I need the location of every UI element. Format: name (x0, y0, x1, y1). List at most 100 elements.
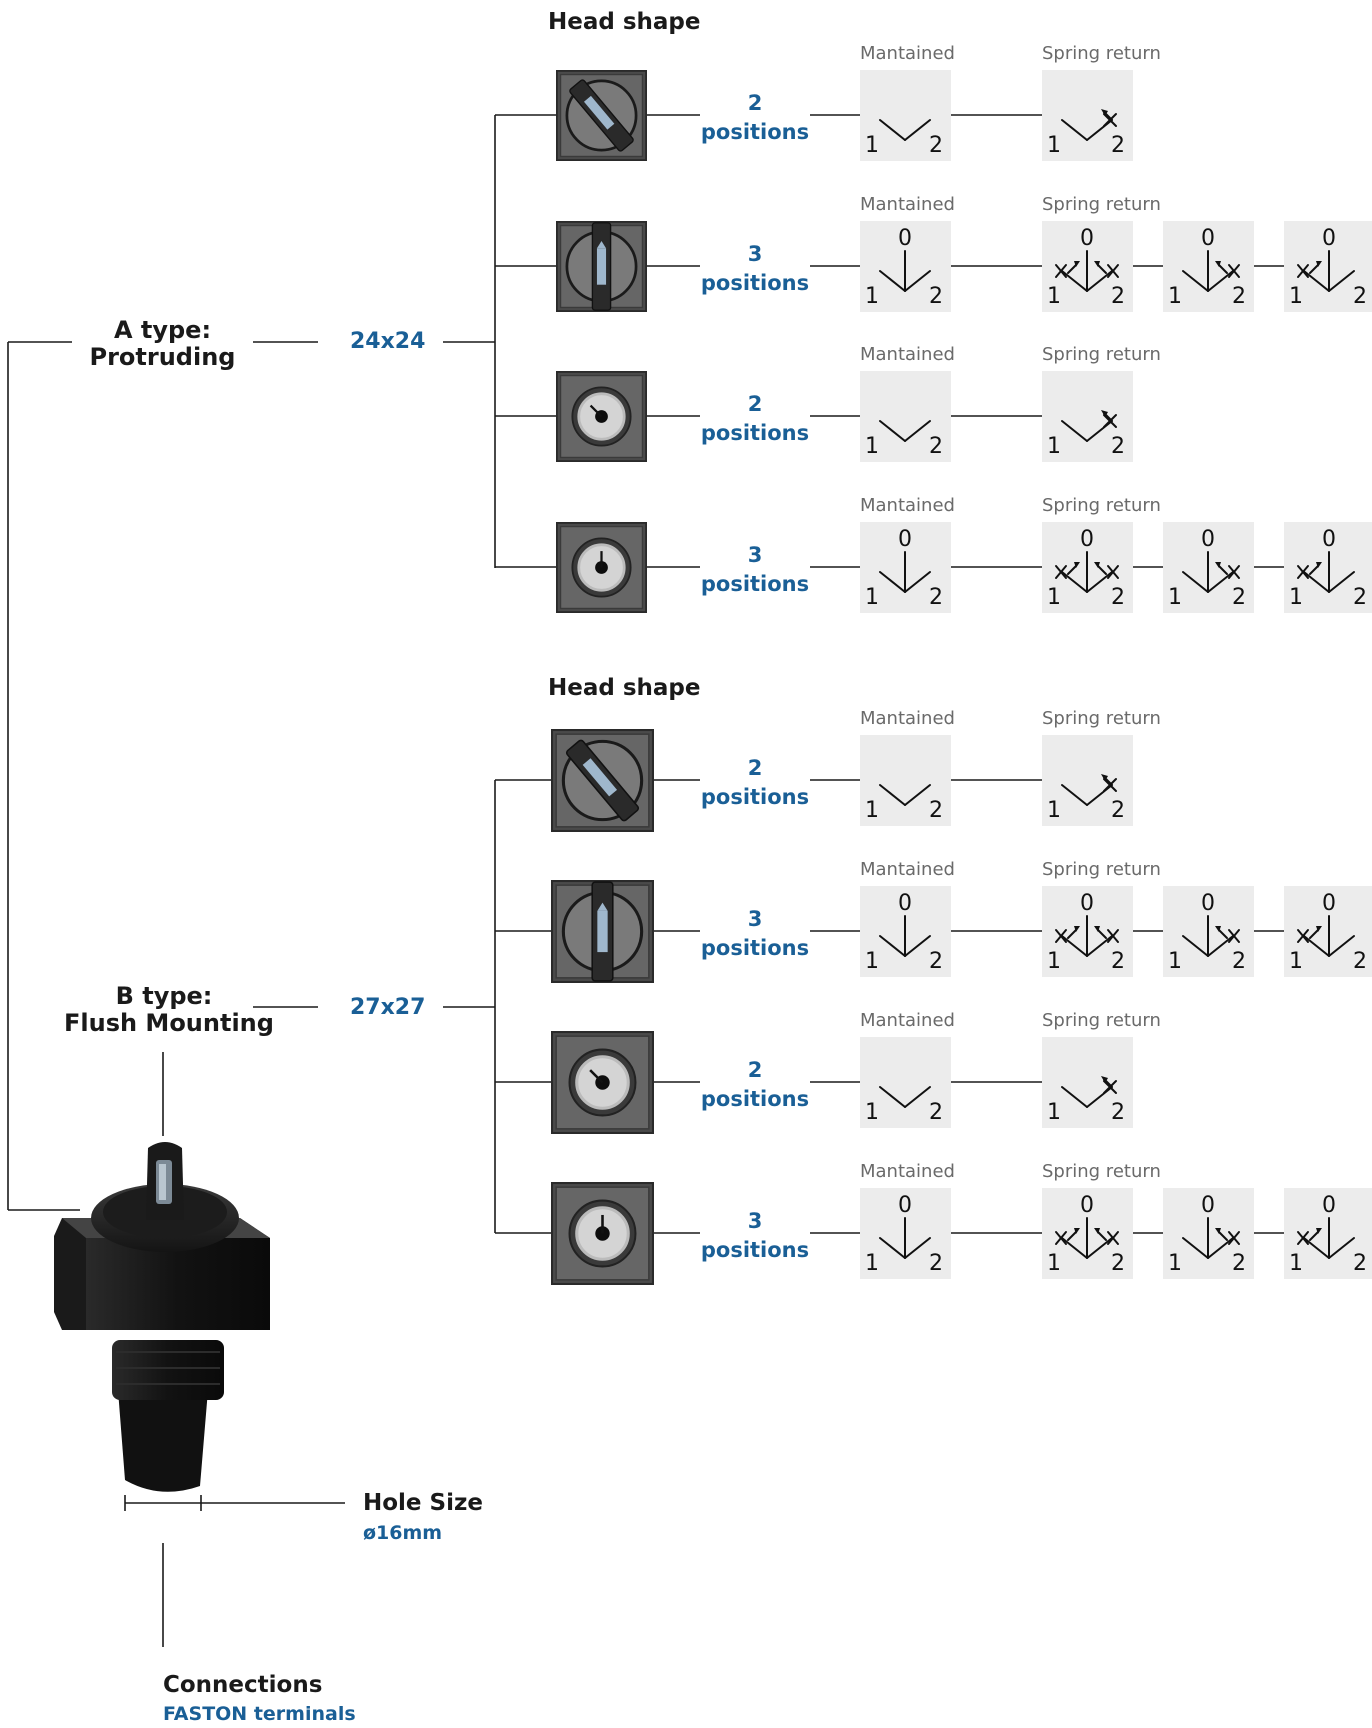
positions-label: 3 positions (700, 543, 810, 596)
head-shape-title-b: Head shape (548, 677, 701, 700)
diagram-label-0: 0 (1322, 226, 1336, 251)
positions-count: 3 (700, 907, 810, 931)
type-a-label: A type: Protruding (80, 318, 245, 369)
product-photo (0, 1090, 410, 1520)
key-head-icon (556, 522, 647, 613)
diagram-label-0: 0 (898, 891, 912, 916)
diagram-label-0: 0 (1322, 1193, 1336, 1218)
diagram-label-left: 1 (1168, 1251, 1182, 1276)
diagram-label-right: 2 (1353, 1251, 1367, 1276)
diagram-label-0: 0 (1322, 891, 1336, 916)
positions-word: positions (700, 271, 810, 295)
diagram-label-0: 0 (1080, 1193, 1094, 1218)
diagram-label-right: 2 (1111, 585, 1125, 610)
diagram-label-right: 2 (929, 1100, 943, 1125)
positions-word: positions (700, 421, 810, 445)
positions-count: 3 (700, 242, 810, 266)
diagram-label-left: 1 (1047, 798, 1061, 823)
positions-word: positions (700, 936, 810, 960)
diagram-label-left: 1 (1047, 1251, 1061, 1276)
diagram-label-right: 2 (929, 1251, 943, 1276)
diagram-label-right: 2 (929, 949, 943, 974)
diagram-label-left: 1 (1289, 1251, 1303, 1276)
positions-word: positions (700, 1238, 810, 1262)
key-head-icon (551, 1031, 654, 1134)
diagram-label-0: 0 (1080, 527, 1094, 552)
diagram-label-0: 0 (1201, 891, 1215, 916)
diagram-label-right: 2 (1232, 284, 1246, 309)
diagram-label-0: 0 (898, 527, 912, 552)
spring-return-label: Spring return (1042, 346, 1161, 364)
diagram-label-left: 1 (1168, 585, 1182, 610)
diagram-label-0: 0 (898, 1193, 912, 1218)
maintained-label: Mantained (860, 861, 955, 879)
diagram-label-left: 1 (1047, 133, 1061, 158)
diagram-label-right: 2 (1232, 949, 1246, 974)
lever-head-icon (556, 221, 647, 312)
diagram-label-right: 2 (1111, 133, 1125, 158)
key-head-icon (551, 1182, 654, 1285)
diagram-label-left: 1 (1047, 284, 1061, 309)
diagram-label-left: 1 (1047, 585, 1061, 610)
diagram-label-0: 0 (1080, 226, 1094, 251)
maintained-diagram: 12 (860, 70, 951, 161)
type-b-label-line1: B type: (64, 984, 264, 1008)
diagram-label-left: 1 (1289, 585, 1303, 610)
spring-return-label: Spring return (1042, 710, 1161, 728)
diagram-label-right: 2 (929, 434, 943, 459)
diagram-label-0: 0 (1201, 1193, 1215, 1218)
spring-return-diagram: 0 1 2 (1163, 1188, 1254, 1279)
diagram-label-left: 1 (1289, 949, 1303, 974)
connections-title: Connections (163, 1674, 322, 1697)
positions-label: 2positions (700, 91, 810, 144)
type-a-label-line2: Protruding (80, 345, 245, 369)
maintained-diagram: 12 (860, 371, 951, 462)
positions-count: 2 (700, 756, 810, 780)
key-head-icon (556, 371, 647, 462)
positions-label: 3 positions (700, 907, 810, 960)
positions-label: 3 positions (700, 1209, 810, 1262)
diagram-label-left: 1 (1047, 1100, 1061, 1125)
positions-count: 3 (700, 543, 810, 567)
diagram-label-right: 2 (929, 133, 943, 158)
maintained-diagram: 12 (860, 1037, 951, 1128)
type-b-size: 27x27 (350, 997, 425, 1019)
maintained-label: Mantained (860, 346, 955, 364)
diagram-label-left: 1 (865, 949, 879, 974)
diagram-label-0: 0 (1080, 891, 1094, 916)
diagram-label-left: 1 (865, 798, 879, 823)
diagram-label-left: 1 (865, 284, 879, 309)
diagram-label-0: 0 (1201, 527, 1215, 552)
hole-size-title: Hole Size (363, 1492, 483, 1515)
positions-word: positions (700, 1087, 810, 1111)
positions-count: 2 (700, 1058, 810, 1082)
spring-return-diagram: 0 1 2 (1284, 522, 1372, 613)
maintained-diagram: 012 (860, 221, 951, 312)
diagram-label-right: 2 (1111, 798, 1125, 823)
diagram-label-right: 2 (1111, 434, 1125, 459)
lever-head-icon (551, 729, 654, 832)
spring-return-label: Spring return (1042, 196, 1161, 214)
diagram-label-0: 0 (1322, 527, 1336, 552)
connections-value: FASTON terminals (163, 1705, 356, 1724)
positions-word: positions (700, 120, 810, 144)
maintained-label: Mantained (860, 497, 955, 515)
maintained-label: Mantained (860, 1163, 955, 1181)
lever-head-icon (556, 70, 647, 161)
diagram-label-right: 2 (1353, 585, 1367, 610)
lever-head-icon (551, 880, 654, 983)
positions-count: 3 (700, 1209, 810, 1233)
positions-word: positions (700, 572, 810, 596)
spring-return-diagram: 012 (1163, 221, 1254, 312)
spring-return-label: Spring return (1042, 861, 1161, 879)
diagram-label-right: 2 (1232, 1251, 1246, 1276)
diagram-label-right: 2 (1111, 284, 1125, 309)
